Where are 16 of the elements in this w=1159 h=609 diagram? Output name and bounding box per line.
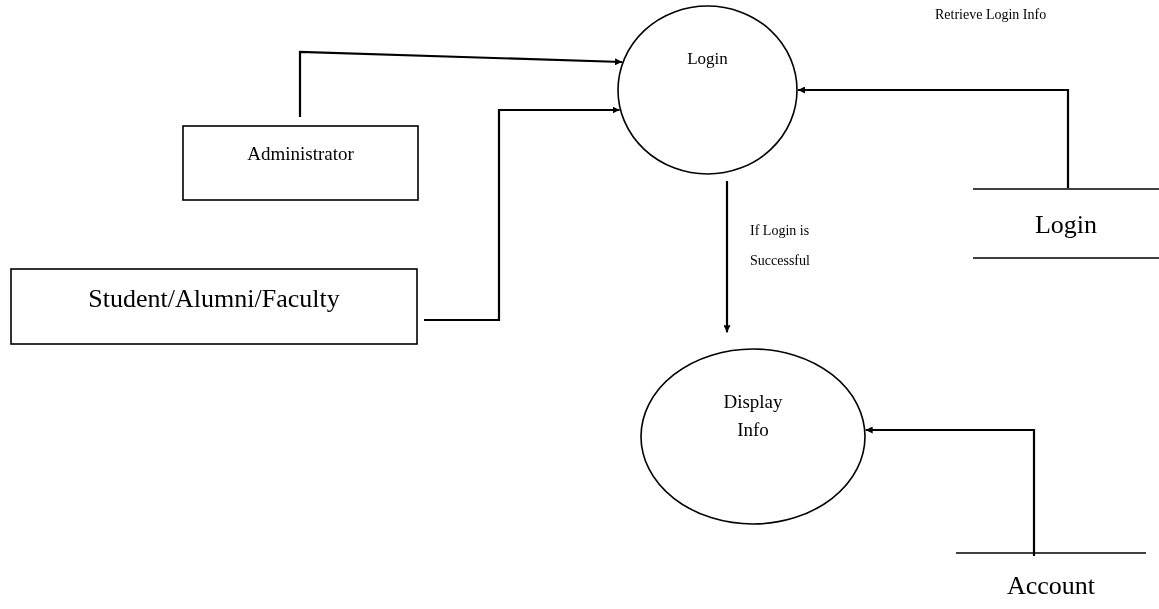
entity-box [10, 268, 418, 345]
arrow [424, 106, 620, 322]
node-label: Account [1006, 570, 1096, 602]
process-ellipse [617, 5, 798, 175]
arrow [798, 86, 1070, 188]
arrow [723, 181, 731, 333]
node-label: Login [1034, 209, 1098, 241]
entity-box [182, 125, 419, 201]
node-label: Display Info [722, 390, 784, 442]
arrow [298, 50, 623, 117]
node-label: Login [686, 48, 729, 70]
node-label: Student/Alumni/Faculty [88, 283, 340, 315]
data-store [973, 188, 1159, 259]
arrow [865, 426, 1036, 556]
process-ellipse [640, 348, 866, 525]
node-label: Administrator [247, 142, 354, 166]
